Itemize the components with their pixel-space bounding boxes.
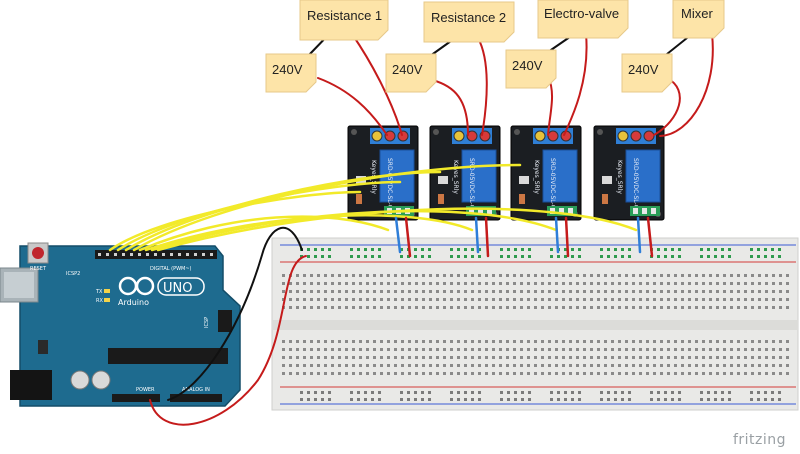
power-label: POWER bbox=[136, 387, 155, 393]
analog-label: ANALOG IN bbox=[182, 387, 210, 393]
relay-module-3: SRD-05VDC-SL-C Keyes_SRly bbox=[510, 125, 582, 221]
breadboard-holes bbox=[282, 274, 789, 375]
note-resistance-1: Resistance 1 bbox=[299, 0, 389, 41]
note-240v-3-text: 240V bbox=[512, 58, 543, 73]
relay-modules: SRD-05VDC-SL-C Keyes_SRly SRD-05VDC-SL-C Ke… bbox=[347, 125, 665, 221]
arduino-logo: UNO Arduino bbox=[118, 276, 205, 307]
note-resistance-1-text: Resistance 1 bbox=[307, 8, 382, 23]
relay-model-label: SRD-05VDC-SL-C bbox=[386, 158, 393, 209]
rx-label: RX bbox=[96, 298, 103, 304]
tx-label: TX bbox=[95, 289, 103, 295]
digital-label: DIGITAL (PWM~) bbox=[150, 266, 192, 272]
note-240v-4: 240V bbox=[621, 53, 673, 93]
relay-model-label: SRD-05VDC-SL-C bbox=[549, 158, 556, 209]
reset-label: RESET bbox=[30, 266, 47, 272]
yellow-wire-relay-4 bbox=[132, 163, 522, 252]
relay-model-label: SRD-05VDC-SL-C bbox=[468, 158, 475, 209]
note-resistance-2-text: Resistance 2 bbox=[431, 10, 506, 25]
black-wire-gnd bbox=[167, 227, 303, 401]
breadboard bbox=[271, 237, 799, 411]
fritzing-watermark: fritzing bbox=[732, 432, 786, 448]
note-mixer-text: Mixer bbox=[681, 6, 713, 21]
note-240v-2: 240V bbox=[385, 53, 437, 93]
board-brand: Arduino bbox=[118, 298, 149, 307]
relay-model-label: SRD-05VDC-SL-C bbox=[632, 158, 639, 209]
digital-header bbox=[98, 253, 213, 256]
note-240v-2-text: 240V bbox=[392, 62, 423, 77]
bottom-power-rail bbox=[300, 391, 781, 401]
board-name: UNO bbox=[163, 281, 192, 296]
note-resistance-2: Resistance 2 bbox=[423, 1, 515, 43]
relay-brand-label: Keyes_SRly bbox=[616, 160, 623, 194]
relay-module-2: SRD-05VDC-SL-C Keyes_SRly bbox=[429, 125, 501, 221]
note-240v-4-text: 240V bbox=[628, 62, 659, 77]
note-electro-valve-text: Electro-valve bbox=[544, 6, 619, 21]
relay-module-4: SRD-05VDC-SL-C Keyes_SRly bbox=[593, 125, 665, 221]
note-240v-3: 240V bbox=[505, 49, 557, 89]
note-electro-valve: Electro-valve bbox=[537, 0, 629, 39]
note-240v-1-text: 240V bbox=[272, 62, 303, 77]
icsp2-label: ICSP2 bbox=[66, 271, 80, 277]
icsp-label: ICSP bbox=[204, 317, 210, 328]
relay-brand-label: Keyes_SRly bbox=[533, 160, 540, 194]
note-mixer: Mixer bbox=[672, 0, 725, 39]
arduino-uno-board: RESET ICSP2 DIGITAL (PWM~) UNO Arduino T… bbox=[0, 242, 241, 407]
note-240v-1: 240V bbox=[265, 53, 317, 93]
relay-brand-label: Keyes_SRly bbox=[452, 160, 459, 194]
red-wire-5v bbox=[149, 255, 307, 426]
